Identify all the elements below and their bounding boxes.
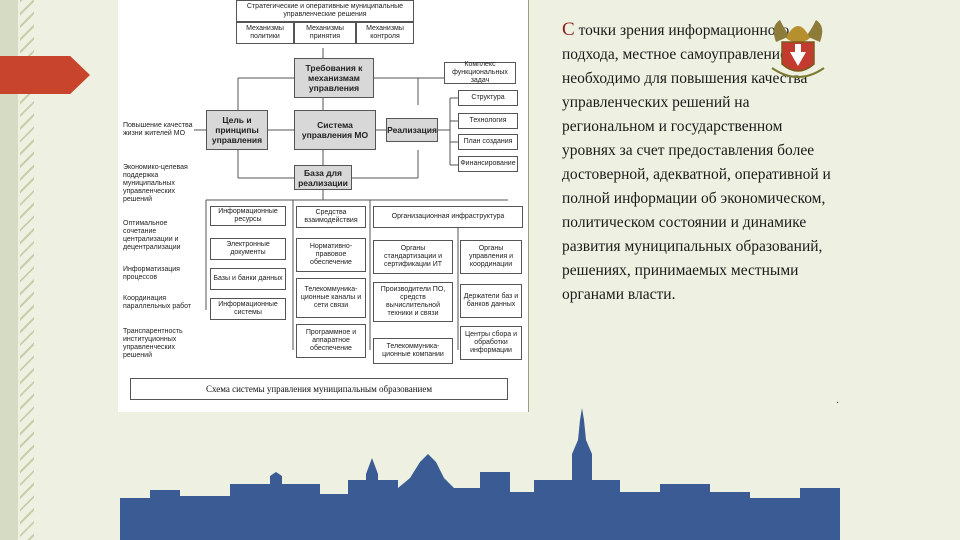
col2-head: Средства взаимодействия [296,206,366,228]
mechanism-decision-box: Механизмы принятия [294,22,356,44]
col3-head: Организационная инфраструктура [373,206,523,228]
col1-head: Информационные ресурсы [210,206,286,226]
coat-of-arms-icon [771,20,825,78]
col2-item-1: Нормативно-правовое обеспечение [296,238,366,272]
red-flag-marker [0,56,90,94]
col2-item-3: Программное и аппаратное обеспечение [296,324,366,358]
stray-dot: . [836,392,839,406]
realization-box: Реализация [386,118,438,142]
mechanism-policy-box: Механизмы политики [236,22,294,44]
col3-b-item-2: Держатели баз и банков данных [460,284,522,318]
life-quality-label: Повышение качества жизни жителей МО [123,122,193,137]
left-list-item-1: Экономико-целевая поддержка муниципальны… [123,164,188,203]
left-list-item-4: Координация параллельных работ [123,295,192,310]
left-list-item-2: Оптимальное сочетание централизации и де… [123,220,181,251]
paragraph-body: точки зрения информационного подхода, ме… [562,22,831,303]
left-list-item-5: Транспарентность институционных управлен… [123,328,183,359]
functional-tasks-box: Комплекс функциональных задач [444,61,516,84]
first-letter: С [562,19,575,40]
finance-box: Финансирование [458,156,518,172]
base-box: База для реализации [294,165,352,190]
requirements-box: Требования к механизмам управления [294,58,374,98]
diagram-connectors [194,48,508,350]
col1-item-1: Электронные документы [210,238,286,260]
left-side-bar [0,0,18,540]
technology-box: Технология [458,113,518,129]
mechanism-control-box: Механизмы контроля [356,22,414,44]
col2-item-2: Телекоммуника-ционные каналы и сети связ… [296,278,366,318]
col3-b-item-3: Центры сбора и обработки информации [460,326,522,360]
plan-box: План создания [458,134,518,150]
city-skyline-illustration [120,408,840,540]
col3-a-item-1: Органы стандартизации и сертификации ИТ [373,240,453,274]
decorative-stripe [20,0,34,540]
col3-a-item-2: Производители ПО, средств вычислительной… [373,282,453,322]
diagram-caption: Схема системы управления муниципальным о… [130,378,508,400]
goal-principles-box: Цель и принципы управления [206,110,268,150]
col1-item-2: Базы и банки данных [210,268,286,290]
diagram-panel: Стратегические и оперативные муниципальн… [118,0,529,412]
col3-a-item-3: Телекоммуника-ционные компании [373,338,453,364]
system-box: Система управления МО [294,110,376,150]
main-paragraph: С точки зрения информационного подхода, … [562,18,832,307]
col3-b-item-1: Органы управления и координации [460,240,522,274]
left-list-item-3: Информатизация процессов [123,266,180,281]
structure-box: Структура [458,90,518,106]
col1-item-3: Информационные системы [210,298,286,320]
top-decisions-box: Стратегические и оперативные муниципальн… [236,0,414,22]
